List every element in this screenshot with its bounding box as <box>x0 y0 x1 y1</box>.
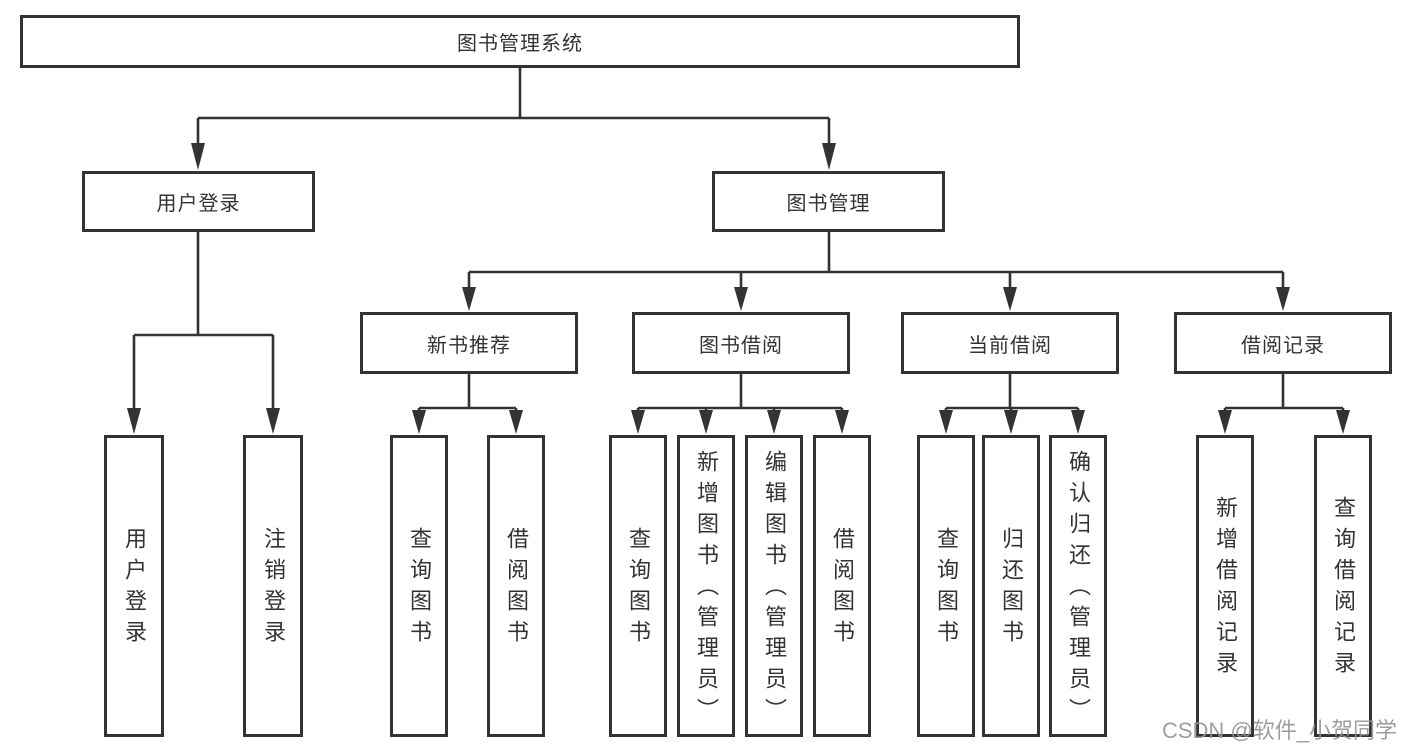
node-book-management: 图书管理 <box>712 171 945 232</box>
connector-new-book-to-leaves <box>412 374 523 434</box>
connector-current-borrow-to-leaves <box>939 374 1085 434</box>
leaf-user-login: 用户登录 <box>104 435 164 737</box>
leaf-return-book: 归还图书 <box>982 435 1040 737</box>
node-root-library-system: 图书管理系统 <box>20 15 1020 68</box>
connector-root-to-level2 <box>191 68 836 170</box>
connector-book-management-to-level3 <box>462 232 1290 311</box>
connector-borrow-records-to-leaves <box>1218 374 1350 434</box>
leaf-query-books-recommend: 查询图书 <box>390 435 448 737</box>
leaf-query-books-borrow: 查询图书 <box>609 435 667 737</box>
node-user-login: 用户登录 <box>82 171 315 232</box>
leaf-add-book-admin: 新增图书（管理员） <box>677 435 735 737</box>
leaf-edit-book-admin: 编辑图书（管理员） <box>745 435 803 737</box>
leaf-query-books-current: 查询图书 <box>917 435 975 737</box>
node-borrow-records: 借阅记录 <box>1174 312 1392 374</box>
node-book-borrow: 图书借阅 <box>632 312 850 374</box>
leaf-confirm-return-admin: 确认归还（管理员） <box>1049 435 1107 737</box>
connector-user-login-to-leaves <box>127 232 280 434</box>
leaf-borrow-books: 借阅图书 <box>813 435 871 737</box>
node-current-borrow: 当前借阅 <box>901 312 1119 374</box>
leaf-borrow-books-recommend: 借阅图书 <box>487 435 545 737</box>
leaf-add-borrow-record: 新增借阅记录 <box>1196 435 1254 737</box>
node-new-book-recommend: 新书推荐 <box>360 312 578 374</box>
leaf-query-borrow-record: 查询借阅记录 <box>1314 435 1372 737</box>
leaf-logout-login: 注销登录 <box>243 435 303 737</box>
csdn-watermark: CSDN @软件_小贺同学 <box>1161 718 1397 743</box>
connector-book-borrow-to-leaves <box>631 374 849 434</box>
